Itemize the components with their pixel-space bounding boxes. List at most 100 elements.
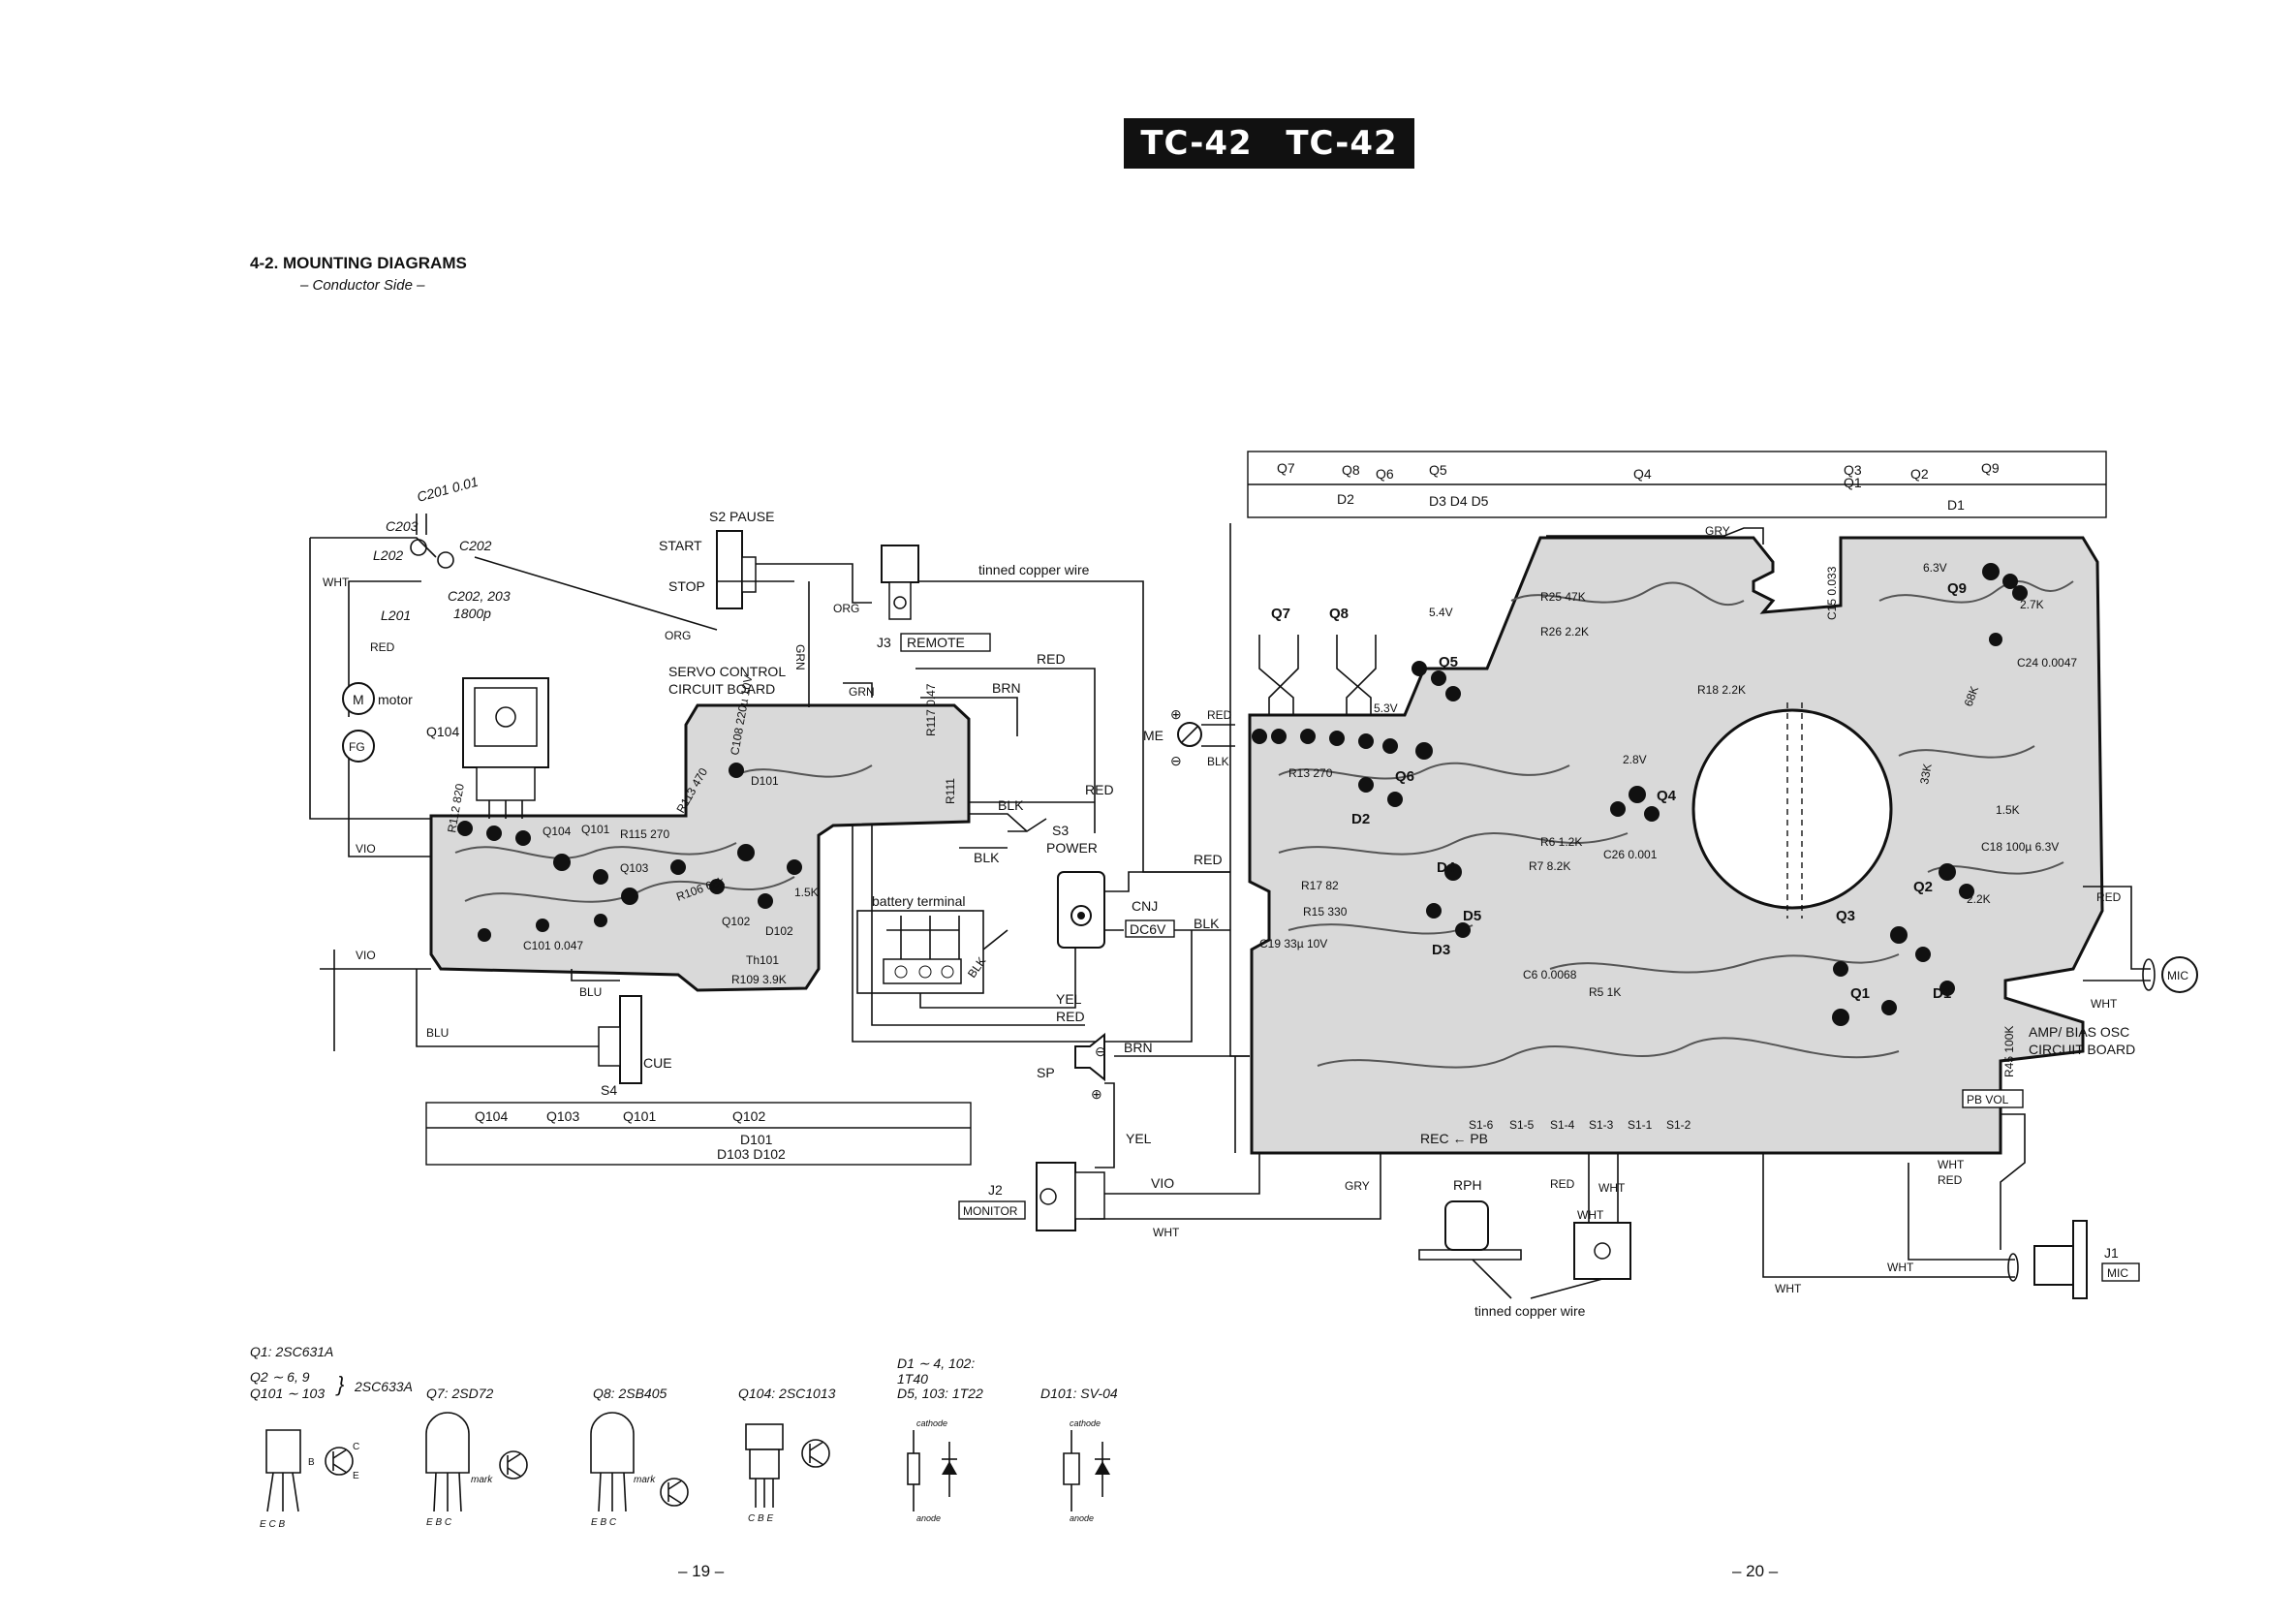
component-q104-label: Q104	[543, 825, 572, 838]
c202-203-label: C202, 203	[448, 588, 511, 604]
wire-red-dc: RED	[1194, 852, 1223, 867]
switch-s1-4: S1-4	[1550, 1118, 1575, 1132]
wire-red-motor: RED	[370, 640, 395, 654]
wire-grn-1: GRN	[793, 644, 807, 670]
legend-diode-sv04: cathode anode	[1063, 1418, 1110, 1523]
servo-row-q101: Q101	[623, 1108, 656, 1124]
component-q103-label: Q103	[620, 861, 649, 875]
wire-vio-j2: VIO	[1151, 1175, 1174, 1191]
component-r25: R25 47K	[1540, 590, 1586, 604]
legend-q2-type: 2SC633A	[354, 1379, 413, 1394]
remote-label: REMOTE	[907, 635, 965, 650]
sp-minus: ⊖	[1095, 1044, 1106, 1059]
svg-text:}: }	[335, 1372, 345, 1396]
cnj-label: CNJ	[1132, 898, 1158, 914]
component-1-5k-amp: 1.5K	[1996, 803, 2020, 817]
wire-grn-2: GRN	[849, 685, 875, 699]
page-number-left: – 19 –	[678, 1562, 725, 1580]
j1-mic-jack[interactable]: WHT WHT J1 MIC	[1762, 1153, 2140, 1299]
component-c24: C24 0.0047	[2017, 656, 2077, 670]
amp-row-q6: Q6	[1376, 466, 1394, 482]
rph-label: RPH	[1453, 1177, 1482, 1193]
level-meter: ME ⊕ ⊖ RED BLK	[1143, 706, 1235, 768]
wire-blu-2: BLU	[426, 1026, 449, 1040]
servo-row-q102: Q102	[732, 1108, 765, 1124]
component-r7: R7 8.2K	[1529, 859, 1570, 873]
dc6v-label: DC6V	[1130, 921, 1166, 937]
j2-monitor-jack[interactable]: J2 MONITOR VIO WHT GRY	[958, 1153, 1381, 1239]
legend-transistor-q1: E C B B C E	[260, 1429, 359, 1530]
legend-anode-1: anode	[916, 1513, 941, 1523]
transistor-symbol-q104-icon	[801, 1439, 830, 1468]
component-2-2k: 2.2K	[1967, 892, 1991, 906]
component-68k: 68K	[1962, 684, 1981, 708]
stop-label: STOP	[668, 578, 705, 594]
wire-vio-1: VIO	[356, 842, 376, 856]
component-c101: C101 0.047	[523, 939, 583, 952]
wire-red-remote: RED	[1037, 651, 1066, 667]
pb-vol-label: PB VOL	[1967, 1093, 2009, 1106]
battery-terminal-label: battery terminal	[872, 893, 965, 909]
board-q9-label: Q9	[1947, 580, 1967, 597]
fg-icon	[342, 730, 375, 763]
legend-cathode-2: cathode	[1070, 1418, 1101, 1428]
s3-label: S3	[1052, 823, 1069, 838]
wire-wht-rph-2: WHT	[1598, 1181, 1626, 1195]
servo-wires: GRN GRN RED BRN RED BLK BLK	[793, 581, 1193, 1043]
s3-power-switch[interactable]: S3 POWER	[1008, 818, 1098, 856]
component-c6: C6 0.0068	[1523, 968, 1577, 981]
board-q7-label: Q7	[1271, 606, 1290, 622]
s2-pause-switch[interactable]: S2 PAUSE START STOP ORG ORG	[474, 509, 872, 642]
switch-s1-2: S1-2	[1666, 1118, 1691, 1132]
servo-row-q104: Q104	[475, 1108, 508, 1124]
component-c15: C15 0.033	[1825, 566, 1839, 620]
component-r111: R111	[944, 778, 957, 804]
amp-bias-osc-board: Q7 Q8 Q5 Q6 Q4 Q3 Q2 Q1 Q9 D2 D3 D4 D5 D…	[1248, 536, 2135, 1155]
s4-cue-switch[interactable]: BLU BLU S4 CUE	[416, 969, 672, 1098]
amp-row-q9: Q9	[1981, 460, 2000, 476]
servo-control-board: SERVO CONTROL CIRCUIT BOARD R112 820 Q10…	[429, 664, 971, 992]
voltage-2-8v: 2.8V	[1623, 753, 1647, 766]
legend-q2-line1: Q2 ∼ 6, 9	[250, 1369, 310, 1385]
amp-parts-table: Q7 Q8 Q6 Q5 Q4 Q3 Q1 Q2 Q9 D2 D3 D4 D5 D…	[1247, 451, 2107, 518]
q104-label: Q104	[426, 724, 459, 739]
motor-label: motor	[378, 692, 413, 707]
amp-row-q8: Q8	[1342, 462, 1360, 478]
section-subheading: – Conductor Side –	[300, 277, 425, 294]
component-c18: C18 100µ 6.3V	[1981, 840, 2059, 854]
legend-d101: D101: SV-04	[1040, 1386, 1118, 1401]
sp-label: SP	[1037, 1065, 1055, 1080]
legend-q104: Q104: 2SC1013	[738, 1386, 836, 1401]
legend-d1-line1: D1 ∼ 4, 102:	[897, 1355, 975, 1371]
dc-jack[interactable]: CNJ DC6V RED BLK	[1057, 852, 1230, 949]
legend-pin-ebc-q7: E B C	[426, 1517, 452, 1528]
legend-transistor-q8: E B C mark	[590, 1412, 689, 1528]
wire-red-mic: RED	[2096, 890, 2122, 904]
component-r5: R5 1K	[1589, 985, 1621, 999]
legend-pin-ebc-q8: E B C	[591, 1517, 617, 1528]
legend-pin-c: C	[353, 1442, 359, 1452]
wire-wht-j1-c: WHT	[1887, 1261, 1914, 1274]
component-q101-label: Q101	[581, 823, 610, 836]
rec-pb-label: REC ← PB	[1420, 1131, 1488, 1146]
voltage-6-3v: 6.3V	[1923, 561, 1947, 575]
legend-d5: D5, 103: 1T22	[897, 1386, 983, 1401]
amp-board-pads	[1252, 563, 2028, 1026]
component-th101: Th101	[746, 953, 779, 967]
j3-remote-jack[interactable]: J3 REMOTE tinned copper wire	[877, 545, 1230, 873]
j1-label: J1	[2104, 1245, 2119, 1261]
tinned-wire-top: tinned copper wire	[978, 562, 1090, 577]
c-value-label: 1800p	[453, 606, 491, 621]
wire-yel-sp: YEL	[1126, 1131, 1152, 1146]
switch-s1-5: S1-5	[1509, 1118, 1535, 1132]
wire-wht-j1-b: WHT	[1775, 1282, 1802, 1295]
amp-row-d2: D2	[1337, 491, 1354, 507]
wire-blk-dc: BLK	[1194, 916, 1220, 931]
start-label: START	[659, 538, 702, 553]
legend-q7: Q7: 2SD72	[426, 1386, 493, 1401]
amp-row-q1: Q1	[1844, 475, 1862, 490]
mic-label: MIC	[2167, 969, 2188, 982]
legend-pin-ecb: E C B	[260, 1519, 285, 1530]
wire-gry-j2: GRY	[1345, 1179, 1370, 1193]
amp-row-d1: D1	[1947, 497, 1965, 513]
